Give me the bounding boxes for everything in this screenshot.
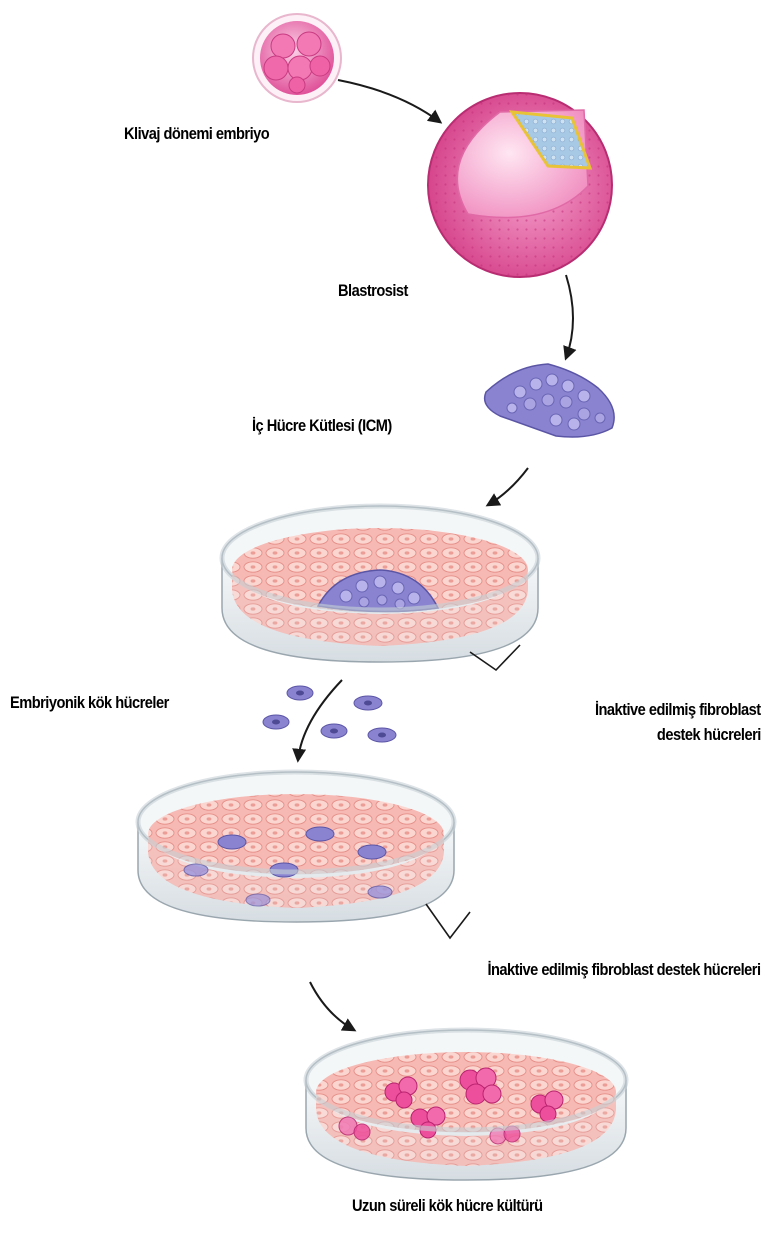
petri-dish-colonies [306, 1030, 626, 1180]
label-feeder-cells-2: İnaktive edilmiş fibroblast destek hücre… [488, 960, 761, 980]
arrow-to-long-term-culture [310, 982, 354, 1030]
petri-dish-icm [222, 506, 538, 662]
label-feeder-cells-1-line1: İnaktive edilmiş fibroblast [595, 700, 761, 720]
arrow-blastocyst-to-icm [566, 275, 573, 358]
blastocyst [428, 93, 612, 277]
cleavage-embryo [253, 14, 341, 102]
arrow-embryo-to-blastocyst [338, 80, 440, 122]
label-feeder-cells-1-line2: destek hücreleri [657, 725, 761, 745]
inner-cell-mass [485, 364, 615, 437]
petri-dish-stem-cells [138, 772, 454, 922]
label-embryonic-stem-cells: Embriyonik kök hücreler [10, 693, 169, 713]
label-cleavage-embryo: Klivaj dönemi embriyo [124, 124, 269, 144]
label-blastocyst: Blastrosist [338, 281, 408, 301]
pointer-feeder-cells-2 [426, 904, 470, 938]
arrow-icm-to-dish [488, 468, 528, 505]
label-inner-cell-mass: İç Hücre Kütlesi (ICM) [252, 416, 392, 436]
label-long-term-culture: Uzun süreli kök hücre kültürü [352, 1196, 543, 1216]
